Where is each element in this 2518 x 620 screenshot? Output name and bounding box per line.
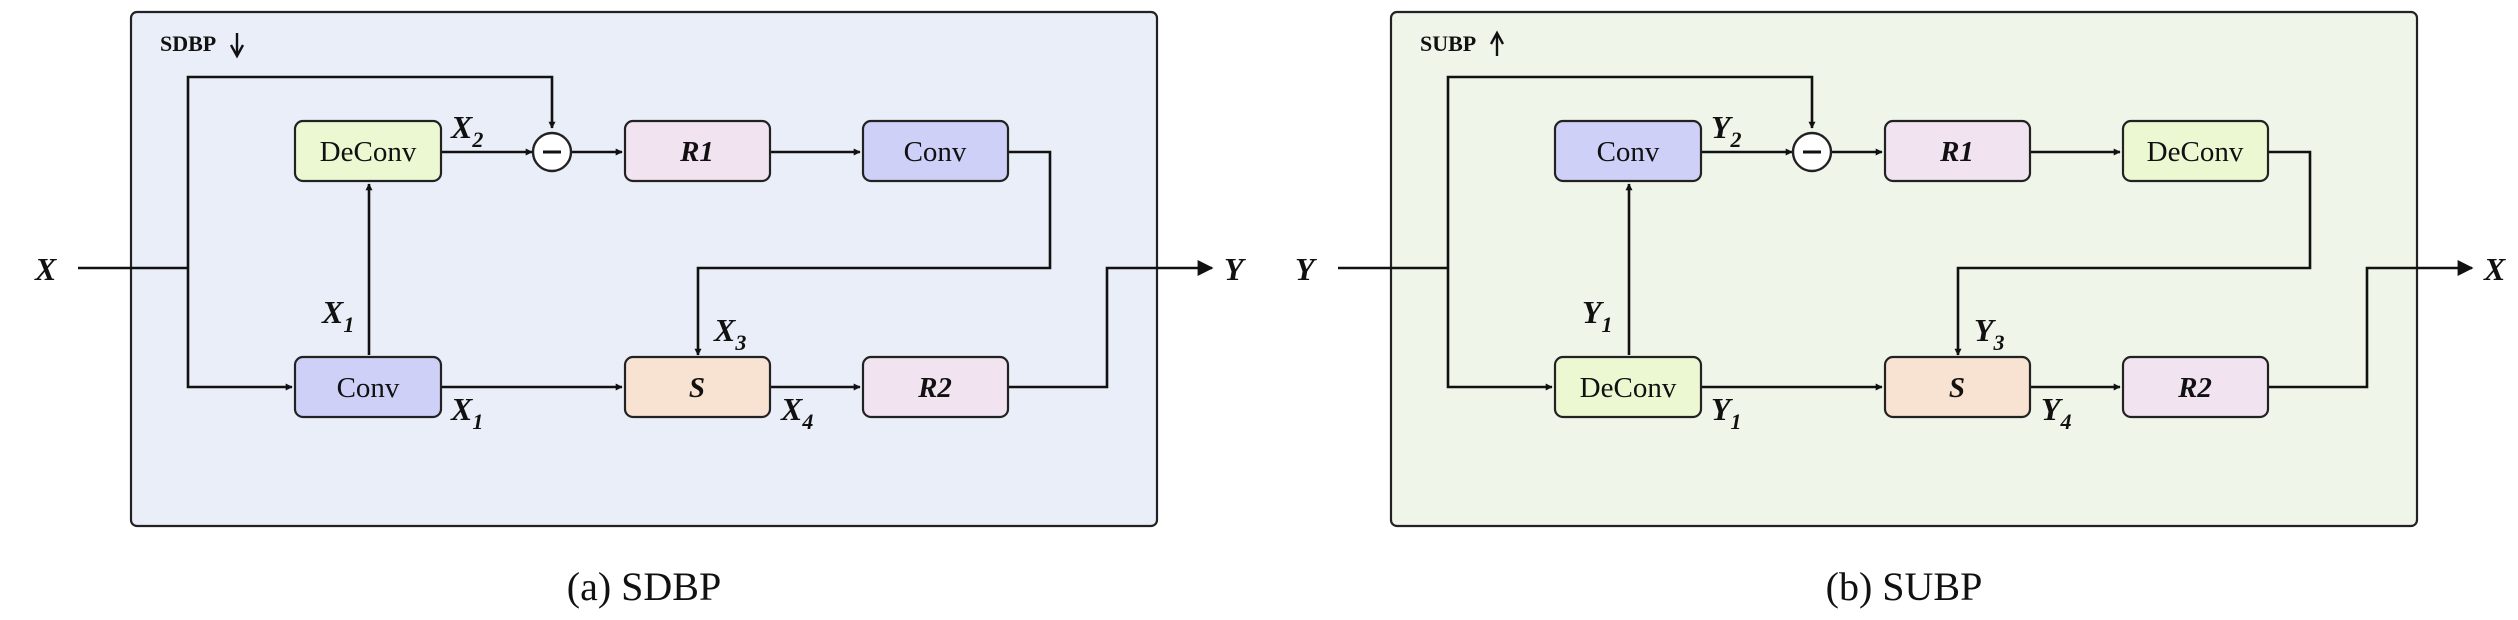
- panel-b-wires: [1338, 75, 2474, 391]
- minus-operator-icon: [1791, 131, 1833, 173]
- deconv-block-label: DeConv: [320, 136, 417, 168]
- output-label: X: [2483, 251, 2506, 287]
- var-label-1-right: Y1: [1711, 391, 1742, 434]
- var-label-1-up: Y1: [1582, 294, 1613, 337]
- s-block-label: S: [1949, 372, 1965, 404]
- r1-block: R1: [623, 119, 772, 183]
- deconv-block-upper: DeConv: [2121, 119, 2270, 183]
- panel-sdbp: SDBP DeConv Conv: [34, 10, 1246, 609]
- s-block: S: [1883, 355, 2032, 419]
- output-label: Y: [1224, 251, 1246, 287]
- input-label: Y: [1295, 251, 1317, 287]
- var-label-4: X4: [780, 391, 813, 434]
- down-arrow-icon: [229, 33, 245, 59]
- caption-b: (b) SUBP: [1826, 564, 1983, 609]
- var-label-2: X2: [450, 109, 483, 152]
- up-arrow-icon: [1489, 30, 1505, 56]
- input-label: X: [34, 251, 57, 287]
- deconv-block-upper-label: DeConv: [2147, 136, 2244, 168]
- var-label-4: Y4: [2041, 391, 2072, 434]
- conv-block-upper-label: Conv: [1597, 136, 1660, 168]
- conv-block-upper: Conv: [861, 119, 1010, 183]
- r2-block-label: R2: [917, 372, 952, 404]
- caption-a: (a) SDBP: [567, 564, 721, 609]
- panel-a-wires: [78, 75, 1214, 391]
- conv-block-lower: Conv: [293, 355, 443, 419]
- deconv-block-lower: DeConv: [1553, 355, 1703, 419]
- panel-a-title: SDBP: [160, 31, 245, 59]
- panel-b-title: SUBP: [1420, 30, 1505, 56]
- r2-block: R2: [2121, 355, 2270, 419]
- minus-operator-icon: [531, 131, 573, 173]
- r2-block-label: R2: [2177, 372, 2212, 404]
- s-block: S: [623, 355, 772, 419]
- deconv-block: DeConv: [293, 119, 443, 183]
- conv-block-lower-label: Conv: [337, 372, 400, 404]
- var-label-3: X3: [713, 312, 746, 355]
- s-block-label: S: [689, 372, 705, 404]
- r1-block-label: R1: [679, 136, 714, 168]
- conv-block-upper: Conv: [1553, 119, 1703, 183]
- r1-block: R1: [1883, 119, 2032, 183]
- var-label-2: Y2: [1711, 109, 1742, 152]
- var-label-1-right: X1: [450, 391, 483, 434]
- r2-block: R2: [861, 355, 1010, 419]
- r1-block-label: R1: [1939, 136, 1974, 168]
- conv-block-upper-label: Conv: [904, 136, 967, 168]
- panel-b-title-text: SUBP: [1420, 31, 1476, 56]
- panel-a-title-text: SDBP: [160, 31, 216, 56]
- var-label-1-up: X1: [321, 294, 354, 337]
- panel-subp: SUBP Conv DeConv: [1295, 10, 2506, 609]
- deconv-block-lower-label: DeConv: [1580, 372, 1677, 404]
- var-label-3: Y3: [1974, 312, 2005, 355]
